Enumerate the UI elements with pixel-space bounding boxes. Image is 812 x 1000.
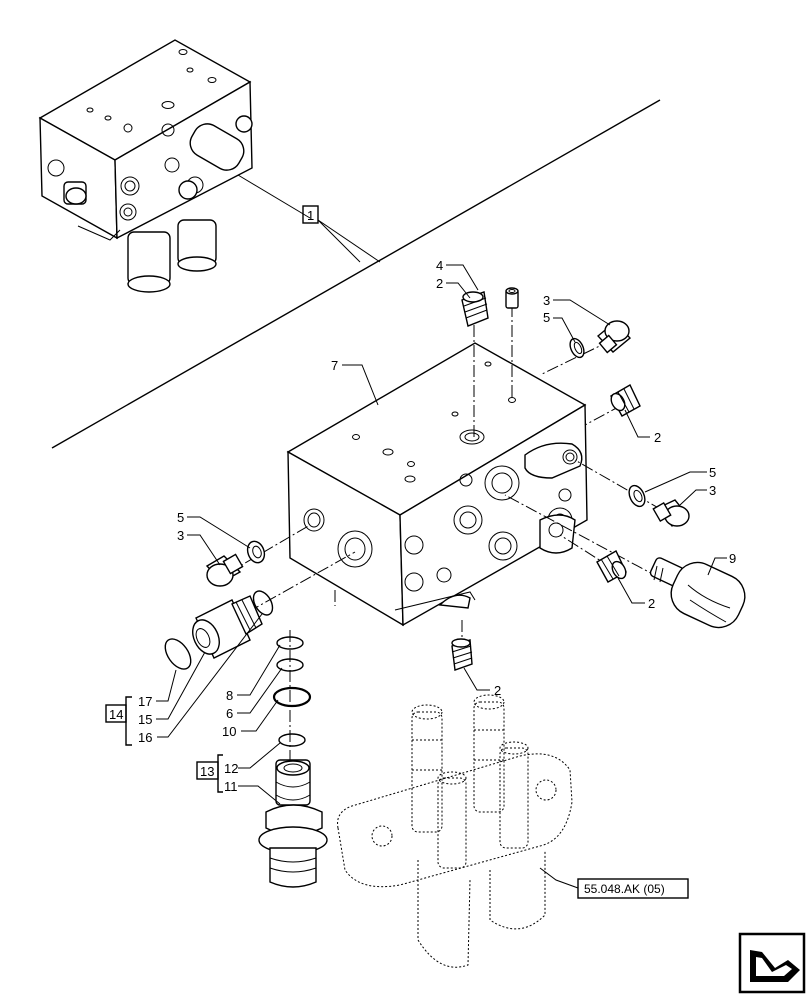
washer-top-right bbox=[569, 337, 585, 359]
washer-right bbox=[628, 484, 646, 508]
callout-7: 7 bbox=[331, 358, 338, 373]
callout-9: 9 bbox=[729, 551, 736, 566]
callout-3-bolt-left: 3 bbox=[177, 528, 184, 543]
adapter-fitting bbox=[192, 595, 263, 659]
callout-2-plug-right-upper: 2 bbox=[654, 430, 661, 445]
bolt-top-right bbox=[596, 320, 632, 354]
callout-12: 12 bbox=[224, 761, 238, 776]
o-ring-17 bbox=[164, 638, 192, 670]
callout-15: 15 bbox=[138, 712, 152, 727]
callout-13-box: 13 bbox=[196, 761, 219, 780]
o-ring-6 bbox=[276, 658, 304, 672]
washer-left bbox=[246, 540, 266, 564]
callout-10: 10 bbox=[222, 724, 236, 739]
plug-right-lower bbox=[596, 550, 627, 583]
callout-2-plug-right-lower: 2 bbox=[648, 596, 655, 611]
callout-11: 11 bbox=[224, 779, 238, 794]
o-ring-12 bbox=[278, 733, 306, 747]
overview-assembly bbox=[38, 39, 253, 293]
sensor bbox=[649, 557, 746, 629]
callout-5-washer-right: 5 bbox=[709, 465, 716, 480]
callout-4: 4 bbox=[436, 258, 443, 273]
plug-right-upper bbox=[610, 384, 641, 417]
bolt-left bbox=[205, 553, 244, 587]
plug-top bbox=[461, 291, 489, 327]
callout-5-washer-top: 5 bbox=[543, 310, 550, 325]
callout-5-washer-left: 5 bbox=[177, 510, 184, 525]
callout-2-plug-top: 2 bbox=[436, 276, 443, 291]
o-ring-16 bbox=[252, 590, 274, 616]
callout-2-plug-bottom: 2 bbox=[494, 683, 501, 698]
callout-3-bolt-top: 3 bbox=[543, 293, 550, 308]
reference-box[interactable]: 55.048.AK (05) bbox=[577, 878, 689, 899]
callout-6: 6 bbox=[226, 706, 233, 721]
callout-14: 14 bbox=[109, 707, 123, 722]
valve-block bbox=[286, 342, 588, 627]
o-ring-10 bbox=[272, 686, 312, 708]
callout-14-box: 14 bbox=[105, 704, 127, 723]
bolt-right bbox=[652, 499, 690, 527]
callout-16: 16 bbox=[138, 730, 152, 745]
callout-1-label: 1 bbox=[307, 208, 314, 223]
plug-bottom bbox=[451, 638, 473, 671]
reference-label: 55.048.AK (05) bbox=[584, 882, 665, 896]
callout-17: 17 bbox=[138, 694, 152, 709]
pin bbox=[505, 287, 519, 309]
callout-8: 8 bbox=[226, 688, 233, 703]
cartridge-valve bbox=[258, 759, 328, 888]
callout-3-bolt-right: 3 bbox=[709, 483, 716, 498]
callout-labels: 4 2 3 5 7 2 5 3 5 3 9 2 2 8 6 10 12 11 1… bbox=[138, 258, 736, 794]
section-divider bbox=[51, 99, 661, 449]
callout-1: 1 bbox=[302, 205, 319, 224]
next-page-arrow-icon[interactable] bbox=[738, 932, 806, 994]
callout-13: 13 bbox=[200, 764, 214, 779]
o-ring-8 bbox=[276, 636, 304, 650]
reference-assembly-phantom bbox=[337, 694, 573, 968]
callout-leaders bbox=[125, 264, 727, 889]
